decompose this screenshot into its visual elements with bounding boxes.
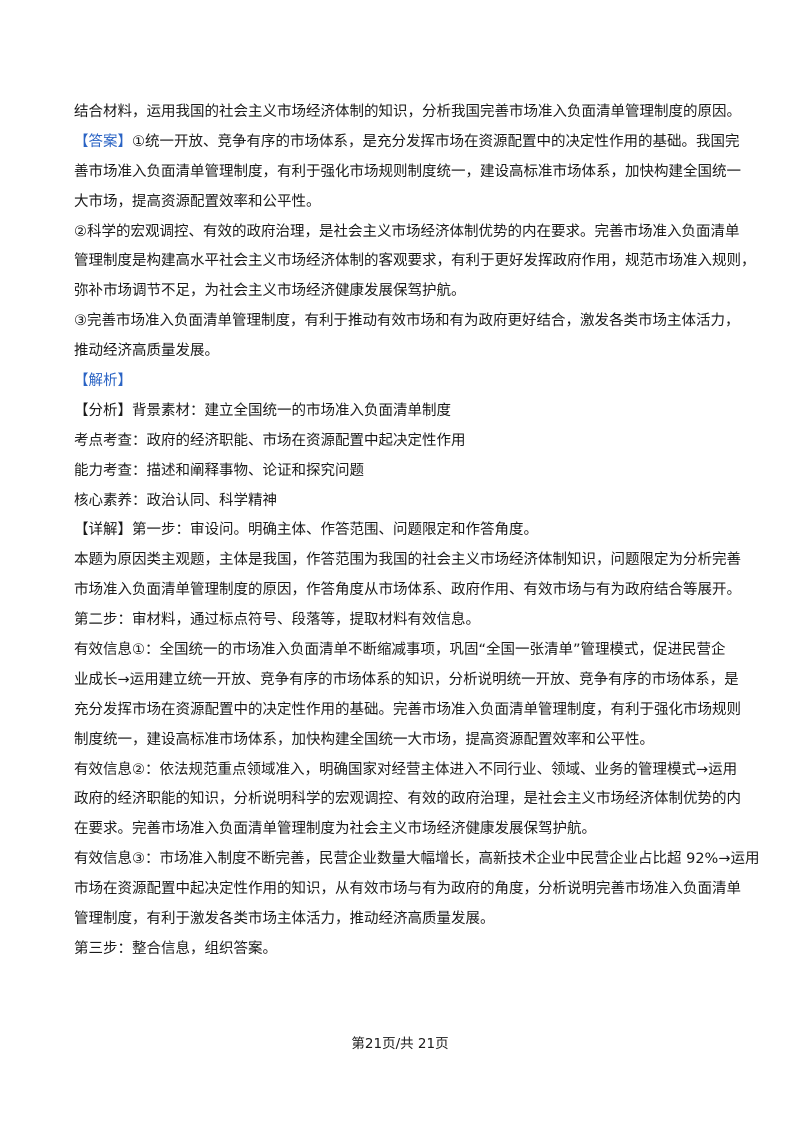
analysis-text: 管理制度，有利于激发各类市场主体活力，推动经济高质量发展。	[74, 911, 495, 928]
answer-line: 大市场，提高资源配置效率和公平性。	[74, 193, 321, 210]
analysis-text: 市场准入负面清单管理制度的原因，作答角度从市场体系、政府作用、有效市场与有为政府…	[74, 582, 741, 599]
answer-line: 管理制度是构建高水平社会主义市场经济体制的客观要求，有利于更好发挥政府作用，规范…	[74, 253, 756, 270]
answer-line: 推动经济高质量发展。	[74, 343, 219, 360]
analysis-text: 业成长→运用建立统一开放、竞争有序的市场体系的知识，分析说明统一开放、竞争有序的…	[74, 671, 739, 688]
answer-text: ①统一开放、竞争有序的市场体系，是充分发挥市场在资源配置中的决定性作用的基础。我…	[132, 133, 740, 150]
analysis-text: 有效信息③：市场准入制度不断完善，民营企业数量大幅增长，高新技术企业中民营企业占…	[74, 851, 760, 868]
analysis-background: 【分析】背景素材：建立全国统一的市场准入负面清单制度	[74, 402, 451, 419]
analysis-text: 充分发挥市场在资源配置中的决定性作用的基础。完善市场准入负面清单管理制度，有利于…	[74, 701, 741, 718]
analysis-text: 有效信息②：依法规范重点领域准入，明确国家对经营主体进入不同行业、领域、业务的管…	[74, 761, 738, 778]
analysis-text: 有效信息①：全国统一的市场准入负面清单不断缩减事项，巩固“全国一张清单”管理模式…	[74, 642, 726, 659]
analysis-text: 制度统一，建设高标准市场体系，加快构建全国统一大市场，提高资源配置效率和公平性。	[74, 731, 654, 748]
answer-tag: 【答案】	[74, 133, 132, 150]
answer-line: ③完善市场准入负面清单管理制度，有利于推动有效市场和有为政府更好结合，激发各类市…	[74, 313, 740, 330]
analysis-text: 政府的经济职能的知识，分析说明科学的宏观调控、有效的政府治理，是社会主义市场经济…	[74, 791, 741, 808]
analysis-nengli: 能力考查：描述和阐释事物、论证和探究问题	[74, 462, 364, 479]
answer-line: 弥补市场调节不足，为社会主义市场经济健康发展保驾护航。	[74, 283, 466, 300]
answer-line: ②科学的宏观调控、有效的政府治理，是社会主义市场经济体制优势的内在要求。完善市场…	[74, 223, 740, 240]
page-number: 第21页/共 21页	[351, 1036, 449, 1052]
analysis-step2: 第二步：审材料，通过标点符号、段落等，提取材料有效信息。	[74, 612, 480, 629]
analysis-heading: 【解析】	[74, 367, 729, 397]
analysis-step1: 【详解】第一步：审设问。明确主体、作答范围、问题限定和作答角度。	[74, 522, 538, 539]
analysis-text: 在要求。完善市场准入负面清单管理制度为社会主义市场经济健康发展保驾护航。	[74, 821, 596, 838]
analysis-suyang: 核心素养：政治认同、科学精神	[74, 492, 277, 509]
analysis-step3: 第三步：整合信息，组织答案。	[74, 940, 277, 957]
analysis-tag: 【解析】	[74, 373, 132, 390]
document-body: 结合材料，运用我国的社会主义市场经济体制的知识，分析我国完善市场准入负面清单管理…	[74, 98, 760, 965]
answer-line: 善市场准入负面清单管理制度，有利于强化市场规则制度统一，建设高标准市场体系，加快…	[74, 163, 741, 180]
question-prompt: 结合材料，运用我国的社会主义市场经济体制的知识，分析我国完善市场准入负面清单管理…	[74, 104, 741, 120]
analysis-text: 市场在资源配置中起决定性作用的知识，从有效市场与有为政府的角度，分析说明完善市场…	[74, 881, 741, 898]
analysis-kaodian: 考点考查：政府的经济职能、市场在资源配置中起决定性作用	[74, 432, 466, 449]
answer-line: 【答案】①统一开放、竞争有序的市场体系，是充分发挥市场在资源配置中的决定性作用的…	[74, 128, 740, 158]
analysis-text: 本题为原因类主观题，主体是我国，作答范围为我国的社会主义市场经济体制知识，问题限…	[74, 552, 741, 569]
